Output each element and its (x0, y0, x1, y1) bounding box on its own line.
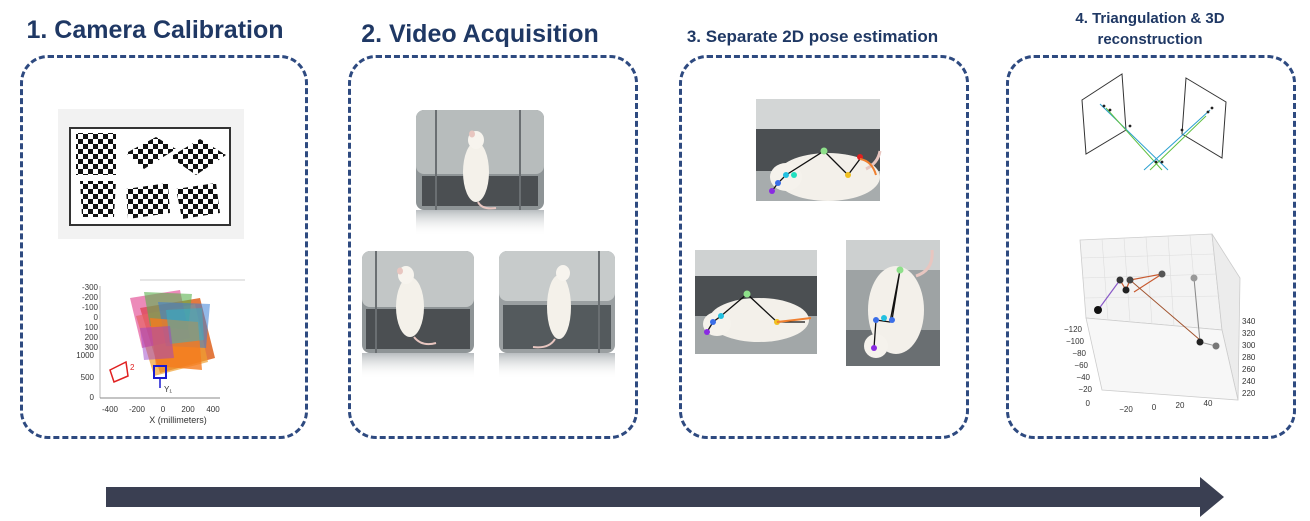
right-tick: 220 (1242, 389, 1256, 398)
y-tick: -100 (82, 303, 99, 312)
step-1-title: 1. Camera Calibration (26, 16, 284, 44)
z-tick: 1000 (76, 351, 94, 360)
pose-frame-left (695, 250, 817, 354)
right-tick: 320 (1242, 329, 1256, 338)
step-2-title: 2. Video Acquisition (361, 20, 599, 48)
bottom-axis-ticks: −20 0 20 40 (1119, 399, 1213, 414)
right-tick: 280 (1242, 353, 1256, 362)
y-tick: 0 (94, 313, 99, 322)
left-tick: −100 (1066, 337, 1085, 346)
y-tick: 200 (85, 333, 99, 342)
step-3-title: 3. Separate 2D pose estimation (686, 27, 939, 46)
calibration-plane-cluster (130, 290, 215, 376)
camera-2-label: Y₁ (164, 385, 172, 394)
reconstructed-skeleton (1094, 270, 1220, 350)
y-tick: -200 (82, 293, 99, 302)
left-tick: 0 (1086, 399, 1091, 408)
video-frame-left (362, 251, 474, 379)
right-tick: 240 (1242, 377, 1256, 386)
triangulation-diagram (1081, 73, 1227, 171)
image-plane-right (1181, 77, 1227, 159)
pipeline-arrow (106, 477, 1224, 517)
pose-estimation-panel (679, 55, 969, 439)
bottom-tick: −20 (1119, 405, 1133, 414)
video-frame-top (416, 110, 544, 236)
x-tick: 0 (161, 405, 166, 414)
left-tick: −40 (1076, 373, 1090, 382)
camera-1-label: 2 (130, 363, 135, 372)
reconstruction-3d-plot: −120 −100 −80 −60 −40 −20 0 −20 0 20 40 … (1064, 233, 1256, 414)
acquisition-panel (348, 55, 638, 439)
right-tick: 260 (1242, 365, 1256, 374)
left-tick: −120 (1064, 325, 1083, 334)
pose-frame-top (756, 99, 882, 201)
y-tick: -300 (82, 283, 99, 292)
right-tick: 300 (1242, 341, 1256, 350)
pose-skeleton (871, 266, 904, 351)
left-axis-ticks: −120 −100 −80 −60 −40 −20 0 (1064, 325, 1093, 408)
left-tick: −20 (1078, 385, 1092, 394)
x-tick: -200 (129, 405, 146, 414)
right-tick: 340 (1242, 317, 1256, 326)
reconstruction-panel (1006, 55, 1296, 439)
z-tick: 500 (81, 373, 95, 382)
x-axis-label: X (millimeters) (149, 415, 207, 425)
y-axis-ticks: -300 -200 -100 0 100 200 300 (82, 283, 99, 352)
x-tick: 200 (181, 405, 195, 414)
pose-frame-right (846, 240, 940, 366)
camera-1-marker (109, 360, 129, 384)
bottom-tick: 40 (1204, 399, 1213, 408)
z-axis-ticks: 1000 500 0 (76, 351, 94, 402)
bottom-tick: 20 (1176, 401, 1185, 410)
right-axis-ticks: 340 320 300 280 260 240 220 (1242, 317, 1256, 398)
x-tick: 400 (206, 405, 220, 414)
left-tick: −80 (1072, 349, 1086, 358)
step-4-title: 4. Triangulation & 3D reconstruction (1075, 10, 1225, 48)
pose-skeleton (704, 290, 812, 335)
left-tick: −60 (1074, 361, 1088, 370)
pose-skeleton (769, 147, 877, 194)
video-frame-right (499, 251, 615, 379)
y-tick: 300 (85, 343, 99, 352)
calibration-panel (20, 55, 308, 439)
checkerboard-image (58, 109, 244, 239)
calibration-3d-plot: 2 Y₁ -300 -200 -100 0 100 200 300 1000 5… (76, 279, 245, 425)
x-axis-ticks: -400 -200 0 200 400 (102, 405, 220, 414)
image-plane-left (1081, 73, 1127, 155)
x-tick: -400 (102, 405, 119, 414)
z-tick: 0 (90, 393, 95, 402)
bottom-tick: 0 (1152, 403, 1157, 412)
y-tick: 100 (85, 323, 99, 332)
